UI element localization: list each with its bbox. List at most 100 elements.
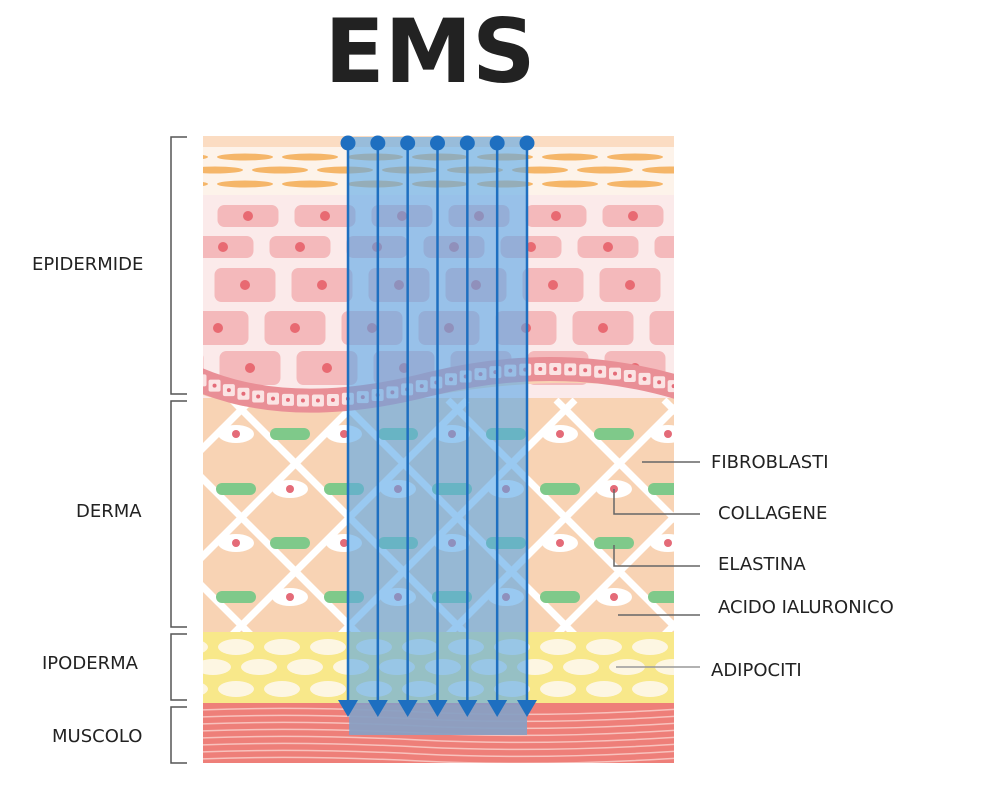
arrowhead-icon — [517, 700, 537, 717]
basal-nucleus — [199, 378, 203, 382]
basal-nucleus — [671, 384, 674, 389]
epidermis-cell — [64, 205, 125, 227]
adipocyte — [310, 639, 346, 655]
bracket-dermis — [170, 400, 187, 628]
fibroblast-nucleus — [664, 430, 672, 438]
collagen-fiber — [540, 483, 580, 495]
cell-nucleus — [680, 242, 690, 252]
ems-current-band — [338, 135, 537, 735]
basal-nucleus — [285, 397, 290, 402]
cell-nucleus — [675, 323, 685, 333]
keratinocyte — [217, 180, 273, 188]
epidermis-cell — [203, 311, 249, 345]
bracket-hypodermis — [170, 633, 187, 701]
lattice-line — [203, 582, 253, 632]
adipocyte — [586, 681, 622, 697]
cell-nucleus — [625, 280, 635, 290]
layer-brackets — [170, 136, 187, 764]
electrode-dot — [489, 135, 505, 151]
electrode-dot — [519, 135, 535, 151]
fibroblast-nucleus — [340, 539, 348, 547]
keratinocyte — [87, 154, 143, 161]
cell-nucleus — [551, 211, 561, 221]
cell-nucleus — [243, 211, 253, 221]
arrowhead-icon — [397, 700, 418, 717]
collagen-fiber — [270, 537, 310, 549]
ems-arrow — [367, 135, 388, 717]
adipocyte — [241, 659, 277, 675]
basal-nucleus — [553, 366, 558, 371]
basal-nucleus — [315, 398, 320, 403]
epidermis-cell — [111, 311, 172, 345]
adipocyte — [678, 681, 714, 697]
fibroblast-nucleus — [664, 539, 672, 547]
ems-arrow — [397, 135, 418, 717]
lattice-line — [203, 398, 254, 453]
label-hyaluronic-acid: ACIDO IALURONICO — [718, 597, 894, 618]
label-fibroblasts: FIBROBLASTI — [711, 452, 829, 473]
keratinocyte — [542, 153, 598, 161]
basal-nucleus — [226, 388, 231, 393]
cell-nucleus — [603, 242, 613, 252]
electrode-dot — [370, 135, 386, 151]
epidermis-cell — [66, 351, 127, 385]
adipocyte — [218, 681, 254, 697]
cell-nucleus — [136, 323, 146, 333]
collagen-fiber — [216, 483, 256, 495]
cell-nucleus — [322, 363, 332, 373]
ems-arrow — [457, 135, 478, 717]
epidermis-cell — [203, 355, 204, 381]
electrode-dot — [430, 135, 445, 151]
epidermis-cell — [654, 236, 674, 258]
arrowhead-icon — [487, 700, 508, 717]
adipocyte — [264, 681, 300, 697]
arrowhead-icon — [427, 700, 448, 717]
ems-arrow — [487, 135, 508, 717]
leader-lines — [613, 461, 700, 668]
fibroblast-nucleus — [340, 430, 348, 438]
fibroblast-nucleus — [556, 430, 564, 438]
epidermis-cell — [682, 351, 743, 385]
keratinocyte — [203, 182, 208, 186]
basal-nucleus — [657, 380, 662, 385]
electrode-dot — [400, 135, 416, 151]
basal-nucleus — [613, 371, 618, 376]
adipocyte — [310, 681, 346, 697]
basal-nucleus — [212, 383, 217, 388]
basal-cell — [203, 374, 207, 387]
basal-nucleus — [300, 398, 305, 403]
fibroblast — [650, 425, 674, 443]
cell-nucleus — [218, 242, 228, 252]
cell-nucleus — [91, 363, 101, 373]
epidermis-cell — [138, 268, 199, 302]
label-adipocytes: ADIPOCITI — [711, 660, 802, 681]
adipocyte — [540, 681, 576, 697]
cell-nucleus — [705, 211, 715, 221]
label-dermis: DERMA — [76, 501, 142, 522]
adipocyte — [632, 681, 668, 697]
cell-nucleus — [290, 323, 300, 333]
keratinocyte — [252, 166, 308, 174]
title: EMS — [324, 0, 535, 103]
cell-nucleus — [213, 323, 223, 333]
basal-nucleus — [583, 368, 588, 373]
leader-elastin — [613, 545, 700, 567]
keratinocyte — [542, 180, 598, 188]
cell-nucleus — [59, 323, 69, 333]
adipocyte — [632, 639, 668, 655]
fibroblast — [650, 534, 674, 552]
cell-nucleus — [89, 211, 99, 221]
lattice-line — [0, 400, 35, 635]
muscle-fiber — [203, 742, 674, 751]
basal-cell — [667, 380, 674, 393]
adipocyte — [203, 659, 231, 675]
cell-nucleus — [245, 363, 255, 373]
muscle-fiber — [203, 735, 674, 744]
adipocyte — [149, 659, 185, 675]
cell-nucleus — [141, 242, 151, 252]
epidermis-cell — [34, 311, 95, 345]
cell-nucleus — [526, 242, 536, 252]
collagen-fiber — [648, 483, 674, 495]
collagen-fiber — [540, 591, 580, 603]
